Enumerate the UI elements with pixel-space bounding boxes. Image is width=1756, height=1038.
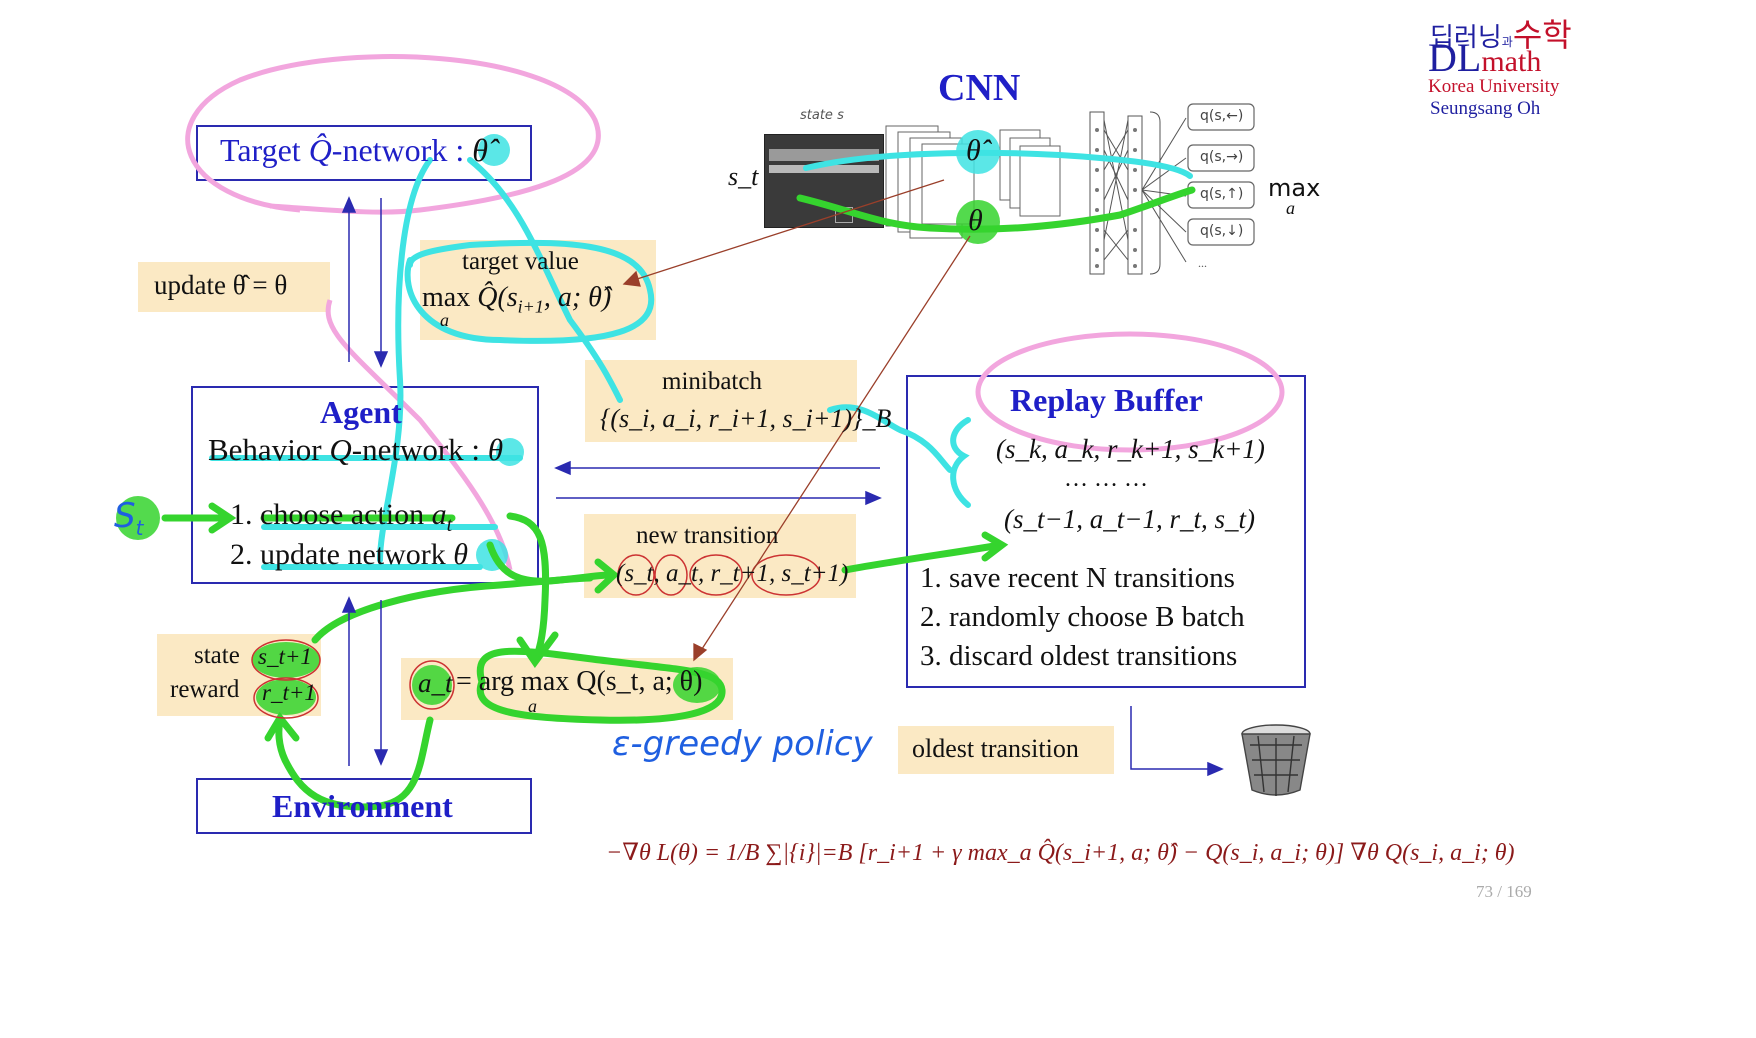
state-var: s_t+1 (258, 644, 312, 669)
trash-can-icon (1241, 724, 1311, 796)
cnn-input-label: s_t (728, 162, 759, 191)
agent-behavior-param: θ (487, 432, 504, 467)
update-label: update θ̂ = θ (154, 270, 288, 300)
minibatch-bg (585, 360, 857, 442)
reward-var: r_t+1 (262, 680, 316, 705)
replay-buffer-item-3: 3. discard oldest transitions (920, 640, 1238, 672)
cnn-theta-hat: θ̂ (966, 134, 981, 167)
cnn-output-ellipsis: ... (1198, 256, 1207, 270)
agent-step-1: 1. choose action at (230, 498, 452, 537)
game-bricks-2 (769, 165, 879, 173)
logo-korean: 딥러닝과수학 (1430, 10, 1572, 56)
logo-university: Korea University (1428, 76, 1560, 97)
blue-arrows (341, 196, 1224, 777)
action-lhs: a_t (418, 668, 453, 698)
logo-connector: 과 (1501, 35, 1513, 49)
replay-buffer-title: Replay Buffer (1010, 382, 1203, 418)
target-value-title: target value (462, 248, 579, 275)
agent-behavior: Behavior Q-network : θ (208, 432, 503, 468)
target-network-label: Target Q̂-network : θ̂ (220, 132, 488, 169)
agent-input-s: S (114, 496, 136, 536)
replay-buffer-row-2: (s_t−1, a_t−1, r_t, s_t) (1004, 504, 1255, 534)
target-value-sub: i+1 (517, 296, 544, 317)
replay-buffer-item-1: 1. save recent N transitions (920, 562, 1235, 594)
brown-arrows (622, 179, 971, 662)
replay-buffer-row-1: (s_k, a_k, r_k+1, s_k+1) (996, 434, 1265, 464)
cnn-max-sub: a (1286, 198, 1295, 218)
cnn-output-3: q(s,↓) (1200, 223, 1244, 239)
state-label: state (194, 642, 240, 669)
logo-dlmath: DLmath (1428, 34, 1541, 81)
green-blobs (116, 200, 1000, 715)
target-network-box (196, 125, 532, 181)
page-number: 73 / 169 (1476, 882, 1532, 901)
minibatch-expr: {(s_i, a_i, r_i+1, s_i+1)}_B (600, 404, 892, 433)
cnn-max-label: max (1268, 174, 1321, 202)
logo-math: math (1481, 45, 1542, 78)
action-rhs: = arg max Q(s_t, a; θ) (456, 666, 703, 697)
agent-behavior-suffix: -network : (351, 432, 488, 467)
cnn-title: CNN (938, 67, 1021, 109)
agent-step-1-text: 1. choose action (230, 498, 432, 531)
agent-step-2: 2. update network θ (230, 538, 468, 572)
game-screen (764, 134, 884, 228)
agent-step-1-sub: t (446, 514, 453, 536)
egreedy-label: ε-greedy policy (612, 724, 873, 764)
action-sub: a (528, 696, 537, 716)
agent-step-2-var: θ (453, 538, 469, 571)
green-marks (161, 186, 1196, 811)
target-value-expr: max Q̂(si+1, a; θ̂) (422, 282, 611, 318)
agent-behavior-prefix: Behavior (208, 432, 330, 467)
cyan-marks (209, 149, 1193, 570)
cnn-output-2: q(s,↑) (1200, 186, 1244, 202)
agent-input-label: St (114, 496, 143, 540)
logo-korean-2: 수학 (1512, 16, 1572, 54)
agent-step-2-text: 2. update network (230, 538, 454, 571)
logo-author: Seungsang Oh (1430, 98, 1541, 119)
agent-behavior-q: Q (329, 432, 352, 467)
new-transition-expr: (s_t, a_t, r_t+1, s_t+1) (616, 560, 849, 587)
target-network-param: θ̂ (472, 132, 488, 168)
oldest-label: oldest transition (912, 734, 1079, 763)
agent-step-1-var: a (431, 498, 447, 531)
agent-title: Agent (320, 394, 402, 430)
cnn-output-1: q(s,→) (1200, 149, 1244, 165)
cnn-state-label: state s (800, 108, 844, 123)
new-transition-title: new transition (636, 522, 779, 549)
replay-buffer-dots: … … … (1064, 466, 1148, 492)
cnn-theta: θ (968, 204, 983, 237)
cnn-fc (1089, 111, 1187, 275)
environment-label: Environment (272, 788, 453, 824)
red-circles (251, 554, 821, 719)
loss-formula: −∇θ L(θ) = 1/B ∑|{i}|=B [r_i+1 + γ max_a… (606, 840, 1515, 866)
target-value-q: Q̂(s (477, 282, 518, 313)
target-network-prefix: Target (220, 132, 309, 168)
cnn-output-boxes (1187, 103, 1255, 246)
replay-buffer-box (906, 375, 1306, 688)
logo-dl: DL (1428, 35, 1482, 80)
target-value-max: max (422, 282, 471, 313)
reward-label: reward (170, 676, 240, 703)
cnn-output-0: q(s,←) (1200, 108, 1244, 124)
logo-korean-1: 딥러닝 (1430, 23, 1502, 53)
target-value-max-sub: a (440, 310, 449, 330)
agent-input-sub: t (135, 515, 144, 540)
target-value-tail: , a; θ̂) (543, 282, 612, 313)
replay-buffer-item-2: 2. randomly choose B batch (920, 601, 1245, 633)
target-network-suffix: -network : (331, 132, 473, 168)
target-network-q: Q̂ (308, 132, 332, 168)
oldest-bg (898, 726, 1114, 774)
minibatch-title: minibatch (662, 368, 762, 395)
update-bg (138, 262, 330, 312)
